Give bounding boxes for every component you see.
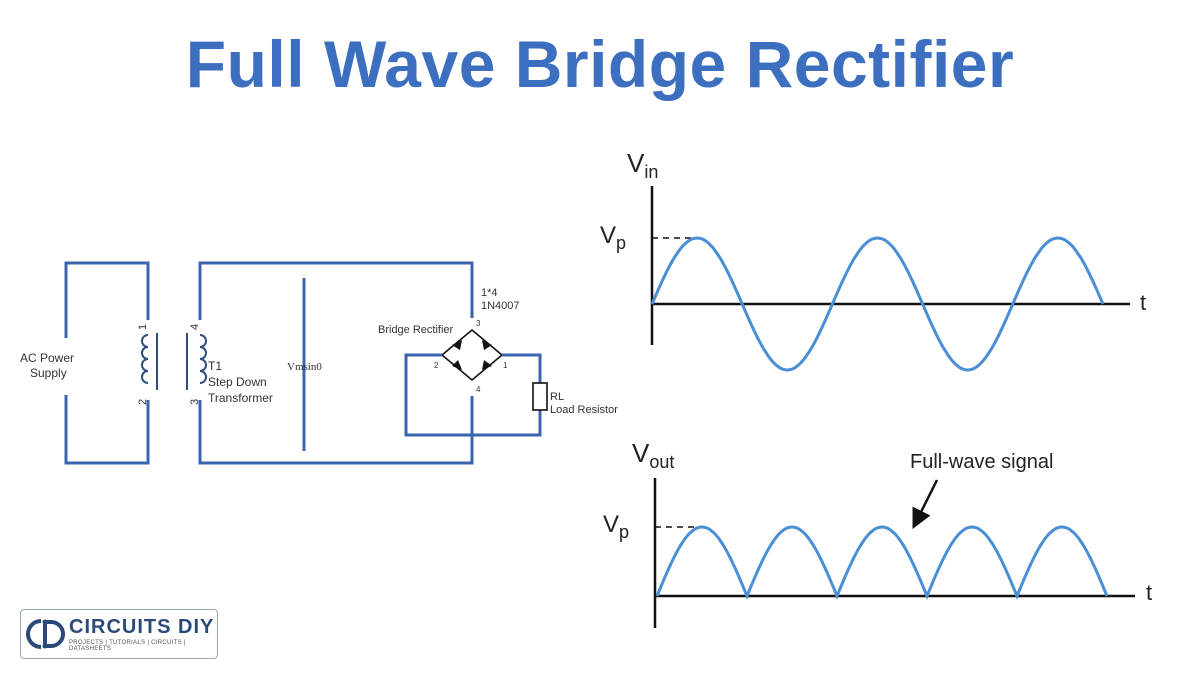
source-label-line2: Supply [30, 366, 67, 380]
transformer-name: T1 [208, 359, 222, 373]
bridge-pin-3: 3 [476, 319, 481, 328]
full-wave-annotation: Full-wave signal [910, 451, 1053, 473]
source-label-line1: AC Power [20, 351, 74, 365]
secondary-loop-wire [198, 261, 474, 465]
secondary-pin-4: 4 [189, 324, 201, 330]
output-rectified-wave [655, 525, 1109, 600]
logo-brand-text: CIRCUITS DIY [69, 616, 215, 638]
output-peak-label-main: V [603, 511, 619, 538]
source-loop-wire [64, 261, 150, 465]
input-sine-wave [650, 236, 1105, 372]
input-peak-label-sub: p [616, 233, 626, 253]
resistor-desc: Load Resistor [550, 404, 618, 416]
load-loop-wire [404, 353, 542, 437]
output-peak-label-sub: p [619, 522, 629, 542]
input-y-label-sub: in [644, 162, 658, 182]
logo-tagline: PROJECTS | TUTORIALS | CIRCUITS | DATASH… [69, 640, 186, 652]
input-peak-label: Vp [600, 222, 626, 253]
bridge-pin-1: 1 [503, 361, 508, 370]
bridge-rectifier [440, 328, 504, 382]
output-y-label: Vout [632, 438, 674, 472]
diode-2 [482, 340, 492, 350]
bridge-pin-4: 4 [476, 385, 481, 394]
output-waveform-graph: Vout Vp t Full-wave signal [603, 438, 1152, 628]
output-peak-label: Vp [603, 511, 629, 542]
transformer-desc-line1: Step Down [208, 375, 267, 389]
diode-count: 1*4 [481, 287, 498, 299]
input-waveform-graph: Vin Vp t [600, 148, 1146, 372]
bridge-label: Bridge Rectifier [378, 324, 454, 336]
output-y-label-main: V [632, 438, 650, 468]
resistor-name: RL [550, 391, 564, 403]
bridge-pin-2: 2 [434, 361, 439, 370]
output-x-label: t [1146, 580, 1152, 605]
input-peak-label-main: V [600, 222, 616, 249]
diode-part: 1N4007 [481, 300, 520, 312]
primary-pin-1: 1 [137, 324, 149, 330]
diode-3 [452, 360, 462, 370]
voltage-label: Vmsin0 [287, 361, 322, 373]
diode-1 [452, 340, 462, 350]
primary-pin-2: 2 [137, 399, 149, 405]
primary-coil [141, 334, 149, 384]
input-x-label: t [1140, 290, 1146, 315]
brand-logo[interactable]: CIRCUITS DIY PROJECTS | TUTORIALS | CIRC… [20, 609, 218, 659]
input-y-label-main: V [627, 148, 645, 178]
secondary-pin-3: 3 [189, 399, 201, 405]
annotation-arrow [912, 479, 939, 529]
secondary-coil [199, 334, 207, 384]
diode-4 [482, 360, 492, 370]
circuit-schematic: AC Power Supply 1 2 4 3 T1 Step Down Tra… [20, 261, 618, 465]
transformer-desc-line2: Transformer [208, 391, 273, 405]
page-title: Full Wave Bridge Rectifier [185, 27, 1015, 101]
input-y-label: Vin [627, 148, 658, 182]
logo-icon [26, 619, 65, 649]
load-resistor [532, 382, 548, 411]
output-y-label-sub: out [649, 452, 674, 472]
